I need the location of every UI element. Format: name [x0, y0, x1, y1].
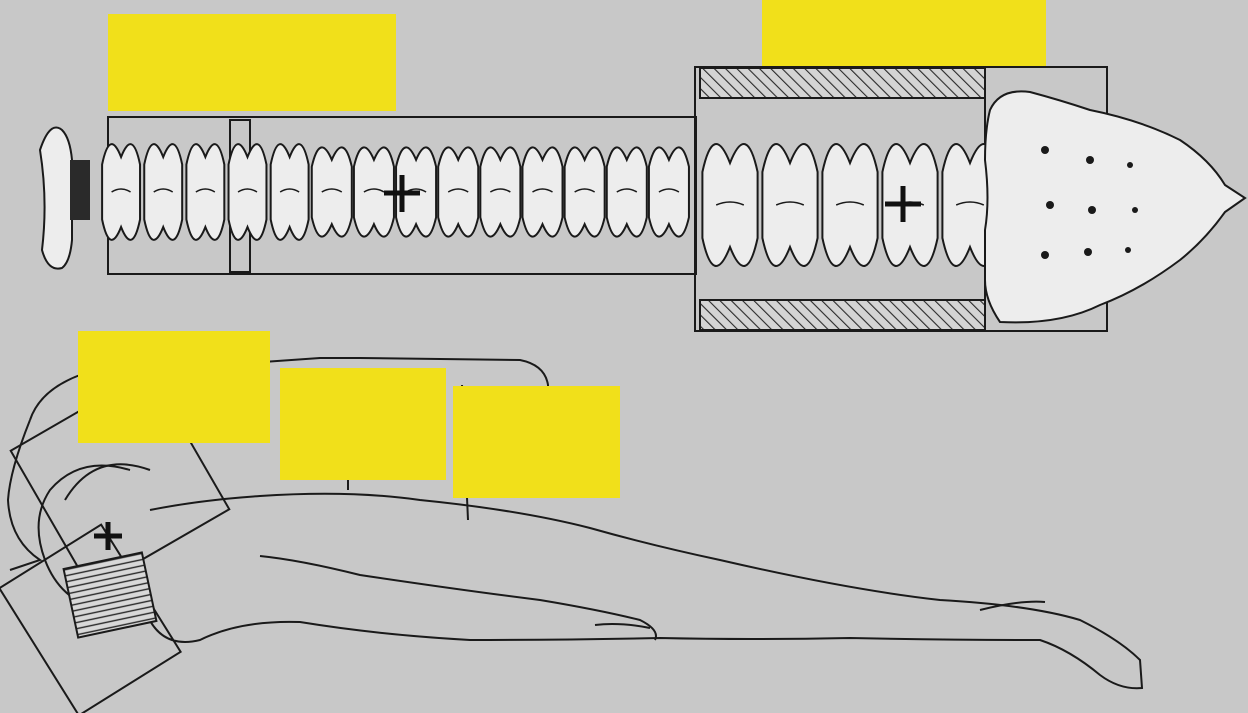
- sacrum: [985, 91, 1245, 322]
- vertebra: [229, 144, 267, 240]
- vertebra: [522, 147, 562, 236]
- label-box-4: [280, 368, 446, 480]
- vertebra: [649, 147, 689, 236]
- vertebra: [565, 147, 605, 236]
- vertebra: [702, 144, 757, 266]
- label-box-1: [108, 14, 396, 111]
- vertebra: [822, 144, 877, 266]
- cervical-vertebra-c1: [40, 128, 90, 269]
- hatched-head-block: [64, 552, 157, 637]
- vertebra: [271, 144, 309, 240]
- vertebra: [102, 144, 140, 240]
- vertebra: [312, 147, 352, 236]
- shield-block-bottom: [700, 300, 985, 330]
- label-box-3: [78, 331, 270, 443]
- lower-vertebrae-group: [702, 144, 997, 266]
- label-box-2: [762, 0, 1046, 66]
- shield-block-top: [700, 68, 985, 98]
- vertebra: [607, 147, 647, 236]
- vertebra: [438, 147, 478, 236]
- vertebra: [144, 144, 182, 240]
- vertebra: [186, 144, 224, 240]
- patient-body: [145, 494, 1142, 688]
- vertebra: [762, 144, 817, 266]
- vertebra: [480, 147, 520, 236]
- label-box-5: [453, 386, 620, 498]
